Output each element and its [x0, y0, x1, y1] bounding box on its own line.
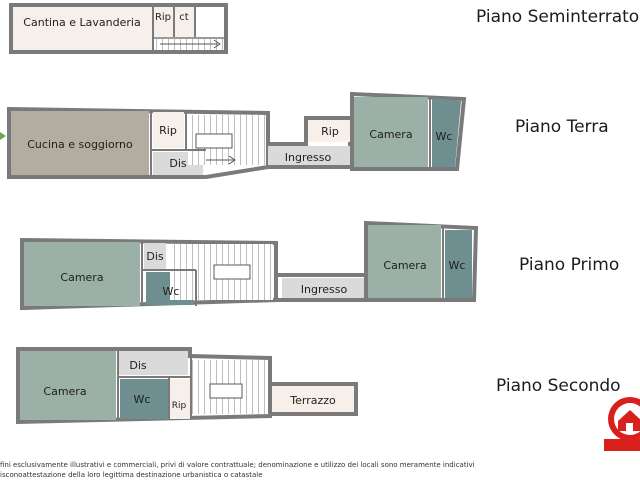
room-rip	[154, 7, 173, 37]
room-label-wc-right: Wc	[449, 259, 466, 272]
level-title-primo: Piano Primo	[519, 255, 620, 275]
room-ct	[175, 7, 194, 37]
room-label-ingresso: Ingresso	[301, 283, 348, 296]
disclaimer-line-1: fini esclusivamente illustrativi e comme…	[0, 461, 475, 469]
room-rip-left	[153, 112, 184, 148]
room-label-cantina: Cantina e Lavanderia	[23, 16, 140, 29]
level-title-secondo: Piano Secondo	[496, 376, 621, 396]
room-wc-right	[445, 230, 472, 298]
room-label-rip: Rip	[172, 401, 187, 411]
room-dis	[144, 243, 166, 269]
room-rip	[170, 379, 190, 419]
level-title-terra: Piano Terra	[515, 117, 609, 137]
room-camera-right	[368, 225, 441, 298]
room-cucina	[11, 111, 149, 175]
room-label-wc: Wc	[436, 130, 453, 143]
room-wc	[432, 98, 461, 167]
room-label-wc: Wc	[134, 393, 151, 406]
floor-outline-middle	[266, 116, 352, 169]
disclaimer-line-2: isconoattestazione della loro legittima …	[0, 471, 263, 479]
floor-terra: Cucina e soggiorno Rip Dis Rip Ingresso …	[0, 91, 467, 179]
room-ingresso	[268, 146, 352, 165]
room-label-rip-left: Rip	[159, 124, 177, 137]
room-label-cucina: Cucina e soggiorno	[27, 138, 133, 151]
room-label-ingresso: Ingresso	[285, 151, 332, 164]
room-wc	[120, 379, 168, 419]
room-label-ct: ct	[179, 12, 188, 23]
room-camera-left	[24, 242, 140, 306]
brand-logo-word: Che	[607, 453, 626, 464]
floor-secondo: Camera Dis Wc Rip Terrazzo	[16, 347, 358, 425]
room-label-dis: Dis	[146, 250, 164, 263]
room-label-terrazzo: Terrazzo	[289, 394, 336, 407]
room-label-rip-right: Rip	[321, 125, 339, 138]
room-camera	[20, 351, 116, 420]
room-dis	[118, 351, 188, 375]
room-terrazzo	[272, 386, 354, 412]
floor-outline-left	[16, 347, 272, 425]
room-label-dis: Dis	[129, 359, 147, 372]
room-label-camera-right: Camera	[383, 259, 426, 272]
room-label-wc-left: Wc	[163, 285, 180, 298]
floor-primo: Camera Dis Wc Ingresso Camera Wc	[20, 220, 479, 311]
room-ingresso	[282, 278, 366, 298]
room-label-rip: Rip	[155, 12, 171, 23]
room-label-camera-left: Camera	[60, 271, 103, 284]
room-label-camera: Camera	[43, 385, 86, 398]
floor-outline	[9, 3, 228, 54]
level-title-seminterrato: Piano Seminterrato	[476, 7, 640, 27]
floor-outline-terrazzo	[270, 382, 358, 416]
brand-logo-icon	[604, 397, 640, 451]
room-camera	[354, 97, 428, 167]
room-label-dis: Dis	[169, 157, 187, 170]
room-cantina	[13, 7, 152, 50]
floor-outline-left	[7, 106, 270, 179]
room-rip-right	[308, 120, 350, 142]
room-label-camera: Camera	[369, 128, 412, 141]
floor-seminterrato: Cantina e Lavanderia Rip ct	[9, 3, 228, 54]
